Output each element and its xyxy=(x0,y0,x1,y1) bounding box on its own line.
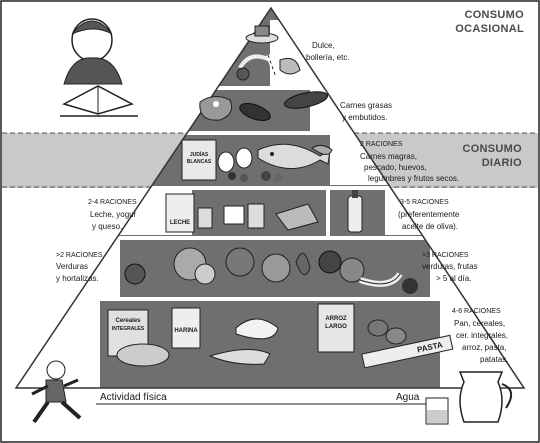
judias-label-1: JUDÍAS xyxy=(190,150,209,158)
arroz-label-2: LARGO xyxy=(325,324,347,330)
arroz-label-1: ARROZ xyxy=(325,316,347,322)
cereals-label-2: cer. integrales, xyxy=(456,331,508,340)
cereales-label-1: Cereales xyxy=(115,318,141,324)
protein-servings: 2 RACIONES xyxy=(360,141,403,148)
vegetables-label-1: Verduras xyxy=(56,262,88,271)
cereals-label-1: Pan, cereales, xyxy=(454,319,505,328)
harina-label: HARINA xyxy=(174,328,198,334)
cereals-servings: 4-6 RACIONES xyxy=(452,308,501,315)
fats-label-2: y embutidos. xyxy=(342,113,387,122)
fruits-label-2: > 5 al día. xyxy=(436,274,471,283)
judias-label-2: BLANCAS xyxy=(187,159,212,165)
fats-label-1: Carnes grasas xyxy=(340,101,392,110)
dairy-label-2: y queso. xyxy=(92,222,122,231)
cereals-label-3: arroz, pasta, xyxy=(462,343,506,352)
sweets-label-2: bollería, etc. xyxy=(306,53,350,62)
protein-label-1: Carnes magras, xyxy=(360,152,417,161)
protein-label-3: legumbres y frutos secos. xyxy=(368,174,459,183)
occasional-header-line2: OCASIONAL xyxy=(455,23,524,35)
sweets-illustration xyxy=(236,25,301,81)
cereals-illustration: Cereales INTEGRALES HARINA ARROZ LARGO P… xyxy=(107,303,454,369)
oil-servings: 3-5 RACIONES xyxy=(400,199,449,206)
activity-label: Actividad física xyxy=(100,392,167,403)
vegetables-servings: >2 RACIONES xyxy=(56,252,103,259)
water-illustration xyxy=(425,371,513,425)
daily-header-line2: DIARIO xyxy=(482,157,522,169)
dairy-label-1: Leche, yogur xyxy=(90,210,137,219)
protein-label-2: pescado, huevos, xyxy=(364,163,427,172)
sweets-label-1: Dulce, xyxy=(312,41,335,50)
dairy-servings: 2-4 RACIONES xyxy=(88,199,137,206)
leche-label: LECHE xyxy=(170,220,190,226)
fats-illustration xyxy=(199,91,329,122)
vegetables-label-2: y hortalizas. xyxy=(56,274,99,283)
fruits-servings: >3 RACIONES xyxy=(422,252,469,259)
oil-label-1: (preferentemente xyxy=(398,210,460,219)
daily-header-line1: CONSUMO xyxy=(462,143,522,155)
vegetables-fruits-illustration xyxy=(124,247,418,294)
water-label: Agua xyxy=(396,392,420,403)
oil-illustration xyxy=(347,190,363,233)
protein-illustration: JUDÍAS BLANCAS xyxy=(181,139,333,182)
cereals-label-4: patatas. xyxy=(480,355,508,364)
dairy-illustration: LECHE xyxy=(165,193,319,233)
fruits-label-1: verduras, frutas xyxy=(422,262,478,271)
occasional-header-line1: CONSUMO xyxy=(464,9,524,21)
cereales-label-2: INTEGRALES xyxy=(112,326,145,332)
reading-boy-illustration xyxy=(60,18,138,117)
runner-illustration xyxy=(31,360,82,424)
oil-label-2: aceite de oliva). xyxy=(402,222,458,231)
